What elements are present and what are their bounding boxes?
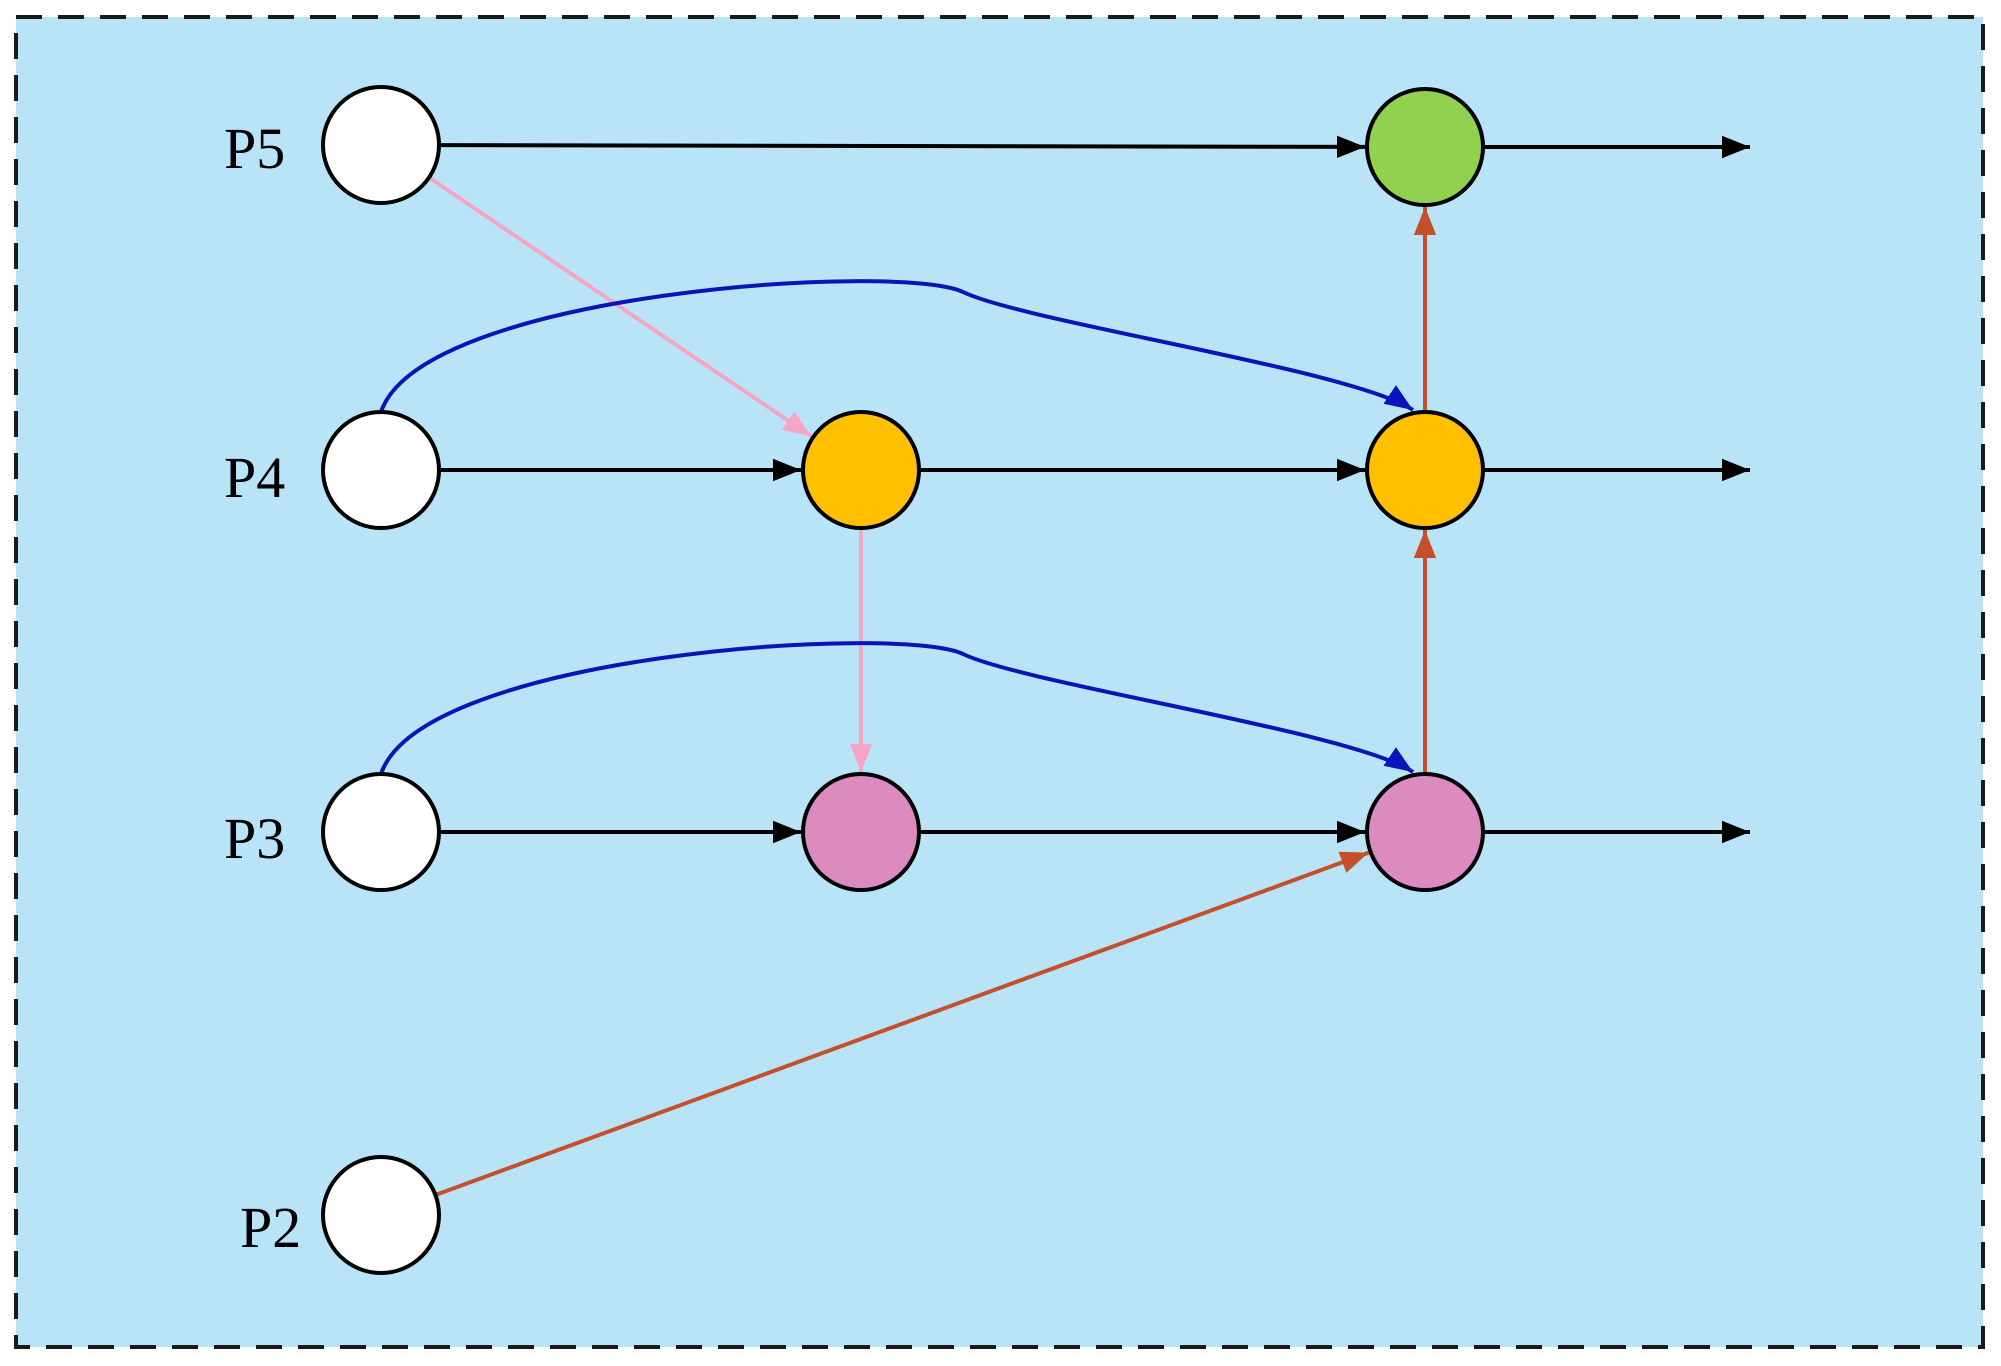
level-label-p4: P4 <box>224 445 285 510</box>
edge-p5-in-to-p4-mid <box>427 175 813 439</box>
edge-layer <box>379 135 1750 1197</box>
diagram-panel <box>14 15 1985 1349</box>
edge-p3-in-to-p3-out <box>379 641 1415 775</box>
edge-p4-in-to-p4-out <box>379 279 1415 413</box>
node-p3-out <box>1365 772 1485 892</box>
level-label-p2: P2 <box>240 1195 301 1260</box>
node-layer <box>321 85 1485 1275</box>
edge-p2-in-to-p3-out <box>434 850 1370 1197</box>
node-p5-in <box>321 85 441 205</box>
level-label-p5: P5 <box>224 116 285 181</box>
node-p3-mid <box>801 772 921 892</box>
level-label-p3: P3 <box>224 806 285 871</box>
node-p4-out <box>1365 410 1485 530</box>
label-layer: P5 P4 P3 P2 <box>224 116 301 1260</box>
node-p2-in <box>321 1155 441 1275</box>
node-p4-in <box>321 410 441 530</box>
node-p4-mid <box>801 410 921 530</box>
node-p5-out <box>1365 87 1485 207</box>
edge-p5-in-to-p5-out <box>438 135 1366 159</box>
node-p3-in <box>321 772 441 892</box>
